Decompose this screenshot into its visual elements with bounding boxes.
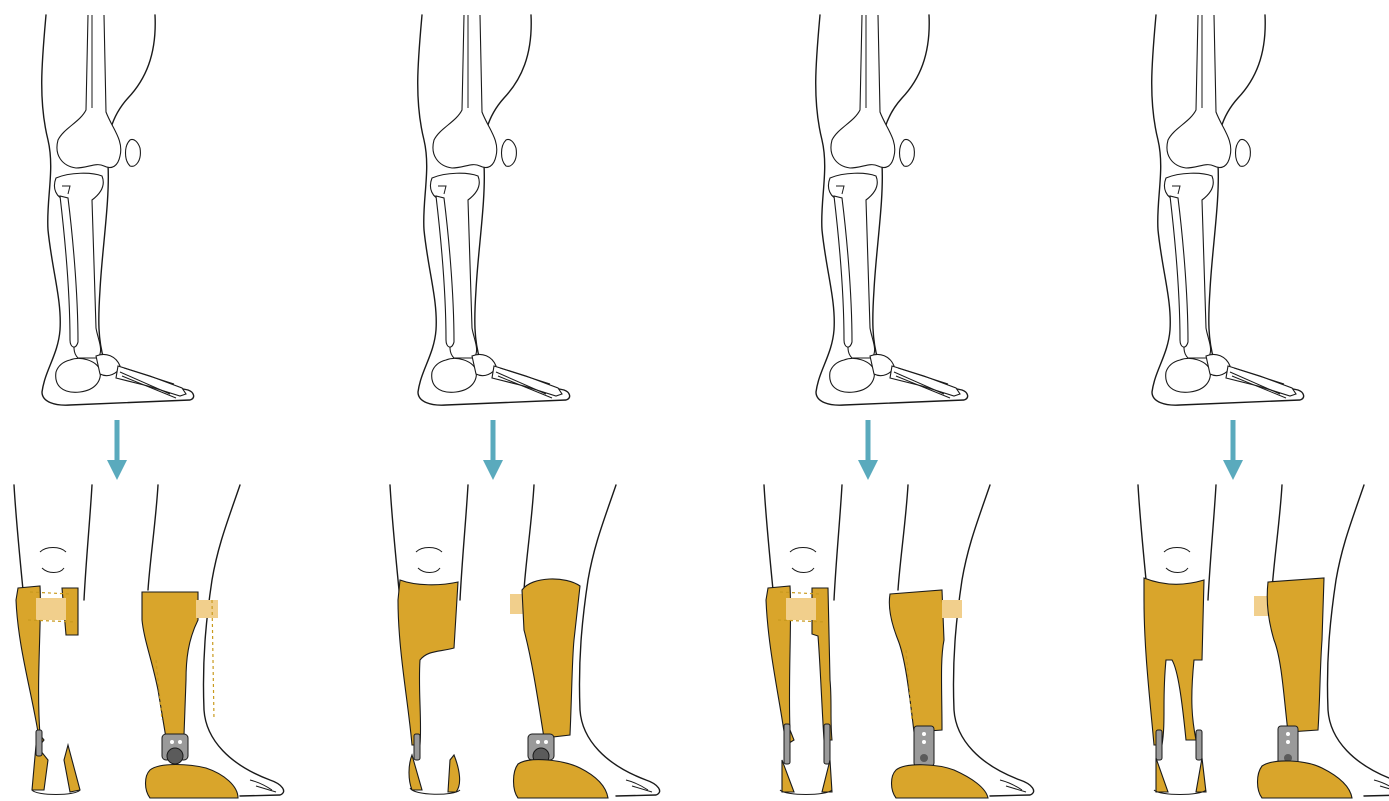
arrow-down-icon-1 bbox=[107, 420, 127, 480]
orthosis-panel-2 bbox=[390, 485, 660, 798]
leg-skeleton-3 bbox=[816, 15, 968, 405]
orthosis-panel-4 bbox=[1138, 485, 1389, 798]
ankle-joint-icon-4 bbox=[1278, 726, 1298, 766]
leg-skeleton-1 bbox=[42, 15, 194, 405]
arrow-down-icon-4 bbox=[1223, 420, 1243, 480]
arrow-down-icon-3 bbox=[858, 420, 878, 480]
orthosis-panel-3 bbox=[764, 485, 1034, 798]
ankle-joint-icon-3 bbox=[914, 726, 934, 766]
orthosis-panel-1 bbox=[14, 485, 284, 798]
arrow-down-icon-2 bbox=[483, 420, 503, 480]
leg-skeleton-2 bbox=[418, 15, 570, 405]
ankle-joint-icon-1 bbox=[162, 734, 188, 764]
leg-skeleton-4 bbox=[1152, 15, 1304, 405]
